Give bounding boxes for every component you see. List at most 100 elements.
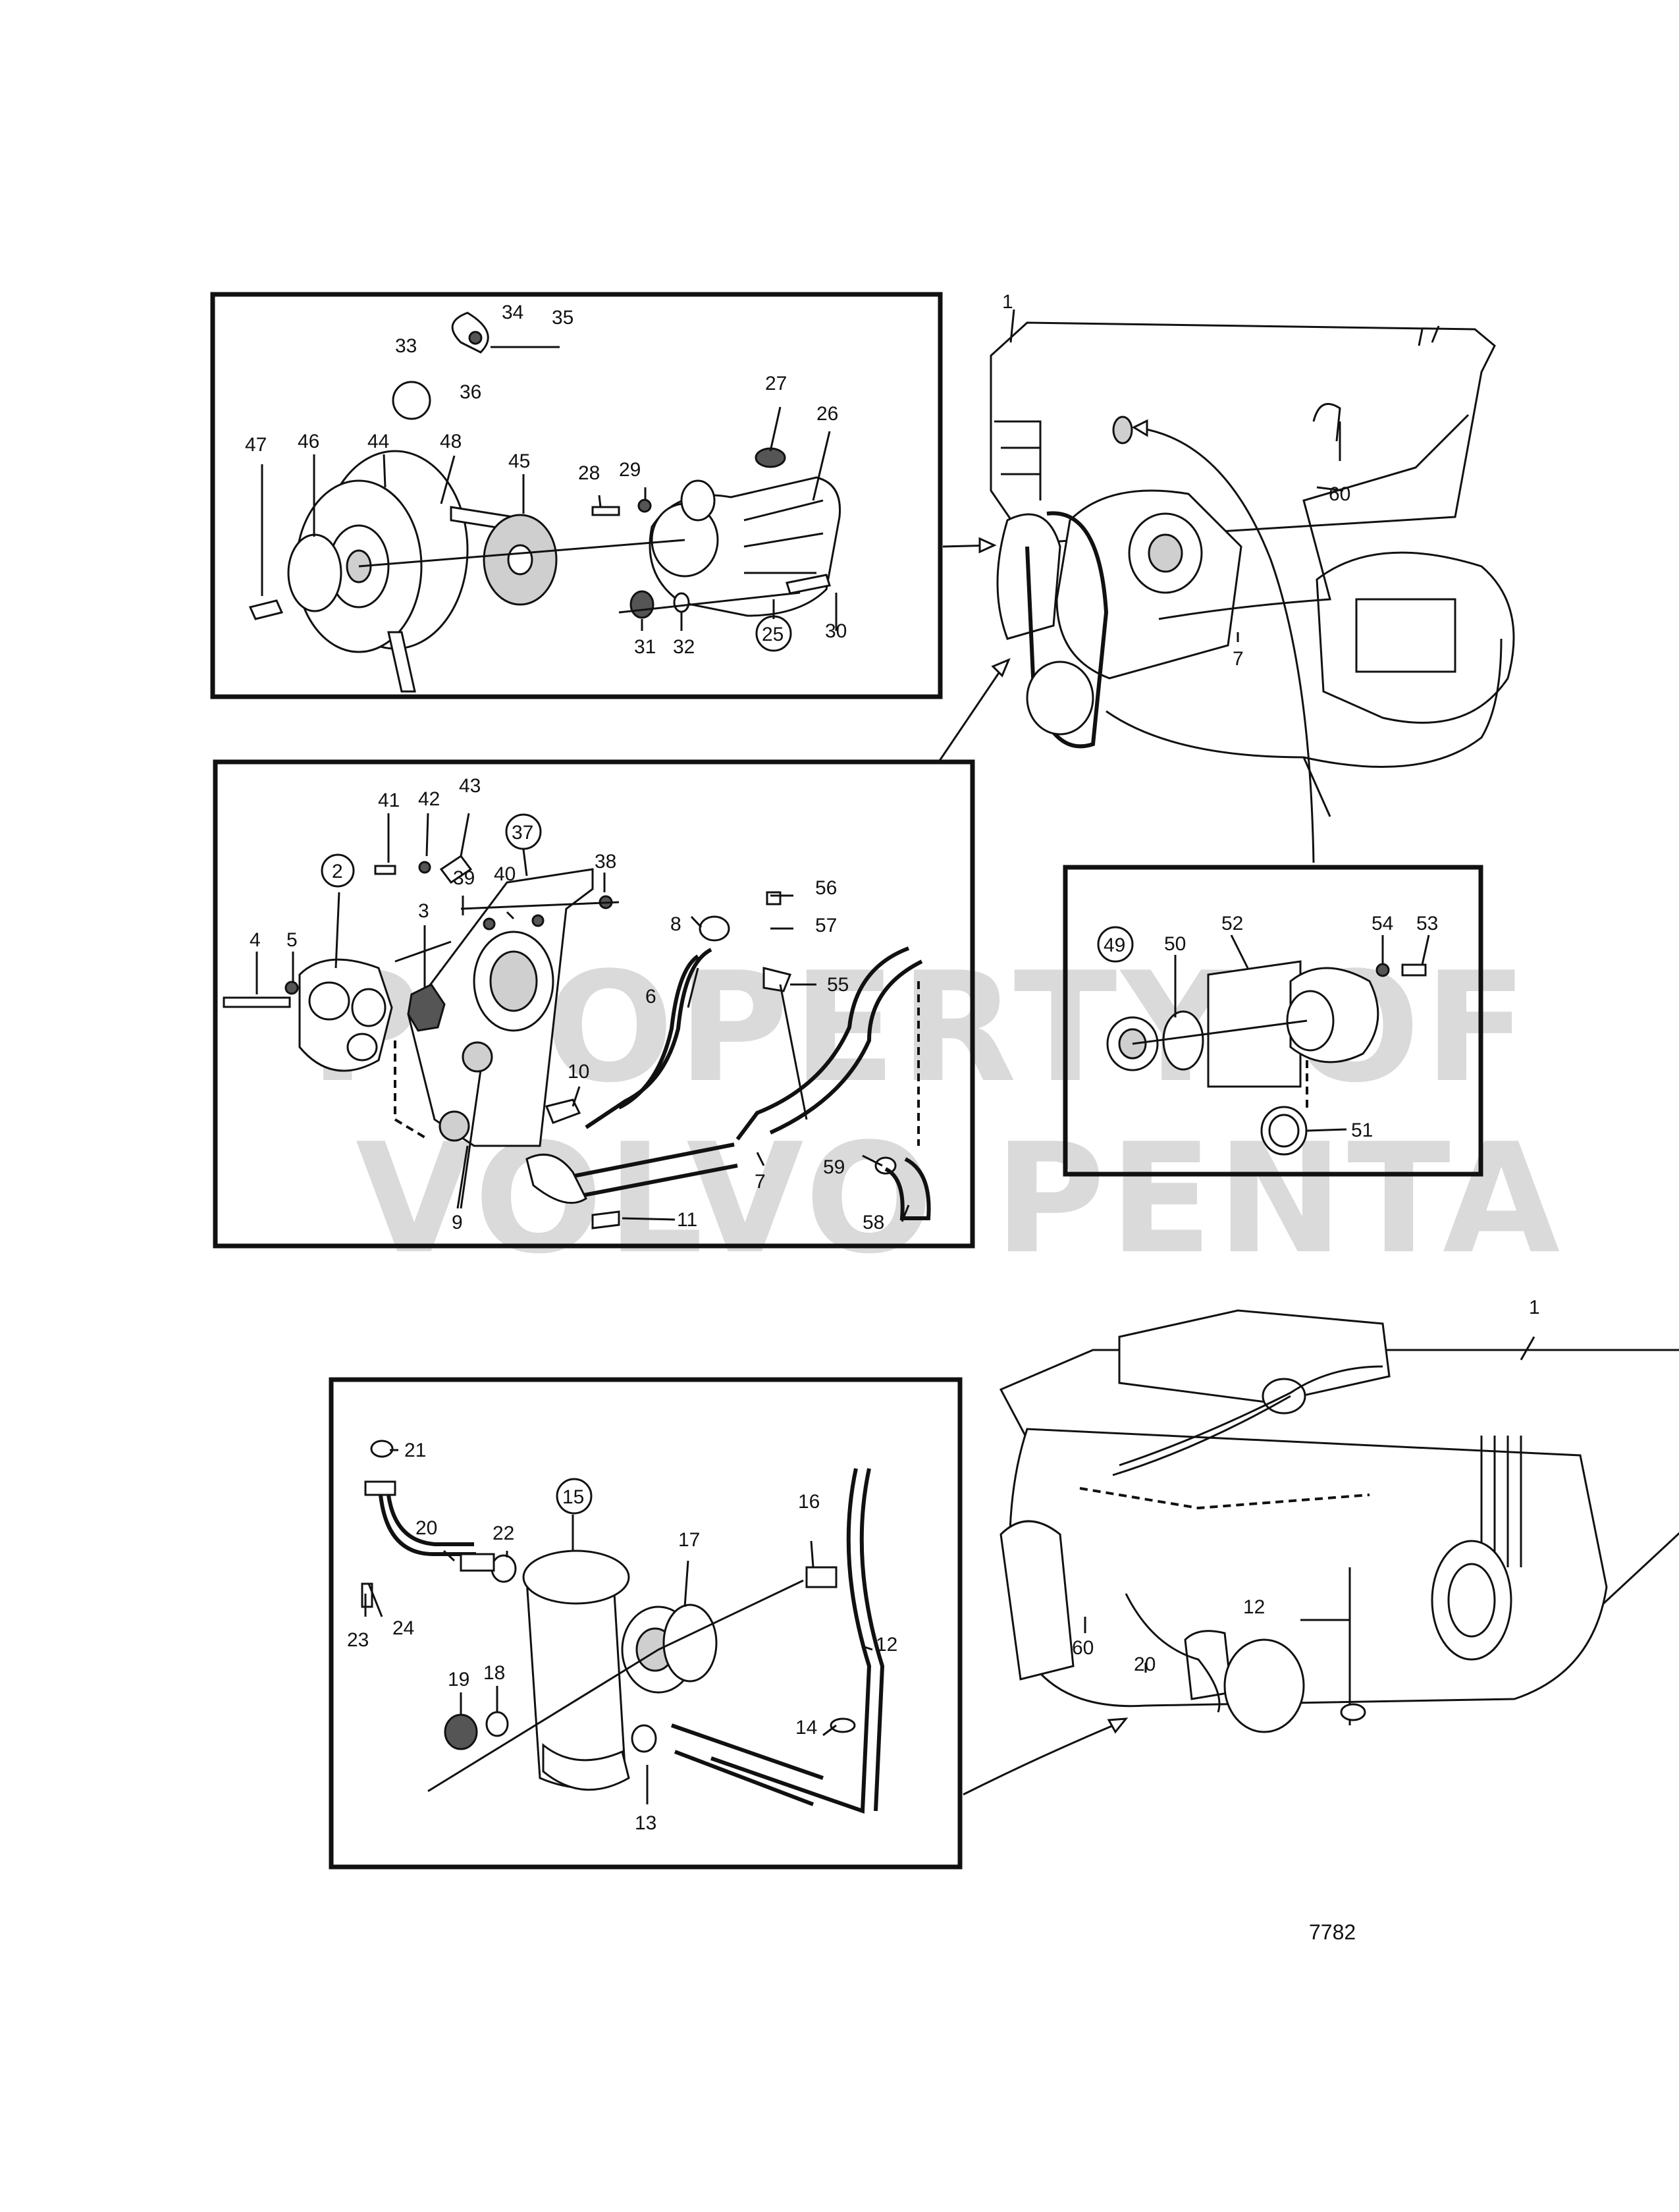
- callout-44: 44: [367, 431, 389, 452]
- cap-21: [370, 1440, 394, 1458]
- callout-1-bottom: 1: [1529, 1297, 1540, 1318]
- bracket-10: [545, 1098, 581, 1124]
- seal-27: [755, 447, 786, 468]
- callout-8: 8: [670, 913, 681, 935]
- hose-60-top: [1158, 414, 1470, 620]
- box-water-pump-frame: [210, 292, 943, 699]
- callout-18: 18: [483, 1662, 505, 1684]
- box-thermostat-small: [1063, 865, 1483, 1177]
- callout-17: 17: [678, 1529, 700, 1551]
- callout-55: 55: [827, 974, 849, 996]
- pipe-20: [379, 1494, 476, 1556]
- callout-1-top: 1: [1002, 291, 1013, 313]
- box-thermostat: [213, 759, 975, 1249]
- nut-19: [444, 1713, 478, 1750]
- cap-33: [392, 381, 431, 420]
- callout-2: 2: [332, 861, 343, 882]
- callout-12-box: 12: [876, 1634, 897, 1656]
- box-oil-cooler: [329, 1377, 963, 1870]
- seal-9a: [462, 1041, 493, 1073]
- callout-29: 29: [619, 459, 641, 481]
- hose-7-upper: [735, 946, 910, 1141]
- engine-top-valve-cover: [990, 321, 1496, 545]
- box-thermostat-small-frame: [1063, 865, 1483, 1177]
- callout-11: 11: [677, 1209, 697, 1231]
- callout-41: 41: [378, 790, 400, 811]
- callout-7-top: 7: [1233, 648, 1244, 670]
- callout-23: 23: [347, 1629, 369, 1651]
- bolt-56: [766, 891, 782, 905]
- callout-15: 15: [562, 1486, 584, 1508]
- callout-60-engine: 60: [1072, 1637, 1094, 1659]
- callout-28: 28: [578, 462, 600, 484]
- callout-24: 24: [392, 1617, 414, 1639]
- box-thermostat-frame: [213, 759, 975, 1249]
- o-ring-17: [662, 1604, 718, 1683]
- washer-18: [485, 1711, 509, 1737]
- thermostat-3: [407, 983, 446, 1032]
- callout-36: 36: [460, 381, 481, 403]
- callout-20-box: 20: [415, 1517, 437, 1539]
- callout-25-circle: [755, 615, 792, 652]
- callout-34: 34: [502, 302, 523, 323]
- callout-47: 47: [245, 434, 267, 456]
- callout-54: 54: [1372, 913, 1393, 934]
- callout-53: 53: [1416, 913, 1438, 934]
- nipple-16: [805, 1566, 838, 1588]
- washer-54: [1375, 963, 1390, 977]
- callout-42: 42: [418, 788, 440, 810]
- callout-4: 4: [250, 929, 261, 951]
- engine-top: [937, 309, 1515, 863]
- callout-20-engine: 20: [1134, 1654, 1156, 1675]
- callout-10: 10: [568, 1061, 589, 1083]
- callout-9: 9: [452, 1212, 463, 1233]
- callout-43: 43: [459, 775, 481, 797]
- callout-48: 48: [440, 431, 462, 452]
- callout-49: 49: [1104, 934, 1125, 956]
- callout-21: 21: [404, 1440, 426, 1461]
- bolt-47: [248, 599, 284, 620]
- box-oil-cooler-frame: [329, 1377, 963, 1870]
- pipe-12: [710, 1468, 885, 1814]
- callout-labels: 1 33 34 35 36 47 46 44 48 45 28 29 27 26…: [245, 291, 1540, 1944]
- callout-35: 35: [552, 307, 573, 329]
- callout-58: 58: [863, 1212, 884, 1233]
- callout-26: 26: [816, 403, 838, 425]
- callout-38: 38: [595, 851, 616, 873]
- callout-3: 3: [418, 900, 429, 922]
- cover-52: [1207, 960, 1302, 1088]
- engine-bottom: [963, 1309, 1679, 1796]
- engine-bottom-block: [1008, 1428, 1608, 1708]
- bracket-34: [451, 311, 489, 354]
- o-ring-50: [1162, 1010, 1204, 1071]
- callout-50: 50: [1164, 933, 1186, 955]
- callout-31: 31: [634, 636, 656, 658]
- callout-33: 33: [395, 335, 417, 357]
- callout-13: 13: [635, 1812, 656, 1834]
- callout-52: 52: [1221, 913, 1243, 934]
- callout-60-top: 60: [1329, 483, 1350, 505]
- callout-45: 45: [508, 450, 530, 472]
- callout-37-circle: [505, 813, 542, 850]
- callout-49-circle: [1097, 926, 1134, 963]
- callout-39: 39: [453, 867, 475, 889]
- figure-number: 7782: [1309, 1920, 1356, 1944]
- callout-32: 32: [673, 636, 695, 658]
- hub-flange: [287, 533, 342, 612]
- callout-37: 37: [512, 822, 533, 844]
- hose-58: [884, 1157, 931, 1220]
- callout-5: 5: [286, 929, 298, 951]
- callout-51: 51: [1351, 1119, 1373, 1141]
- callout-14: 14: [795, 1717, 817, 1739]
- callout-19: 19: [448, 1669, 469, 1690]
- callout-6: 6: [645, 986, 656, 1008]
- clamp-55: [762, 967, 792, 992]
- callout-57: 57: [815, 915, 837, 936]
- callout-2-circle: [321, 853, 355, 888]
- seal-9b: [439, 1110, 470, 1142]
- bolt-11: [591, 1210, 620, 1229]
- callout-12-engine: 12: [1243, 1596, 1265, 1618]
- callout-16: 16: [798, 1491, 820, 1513]
